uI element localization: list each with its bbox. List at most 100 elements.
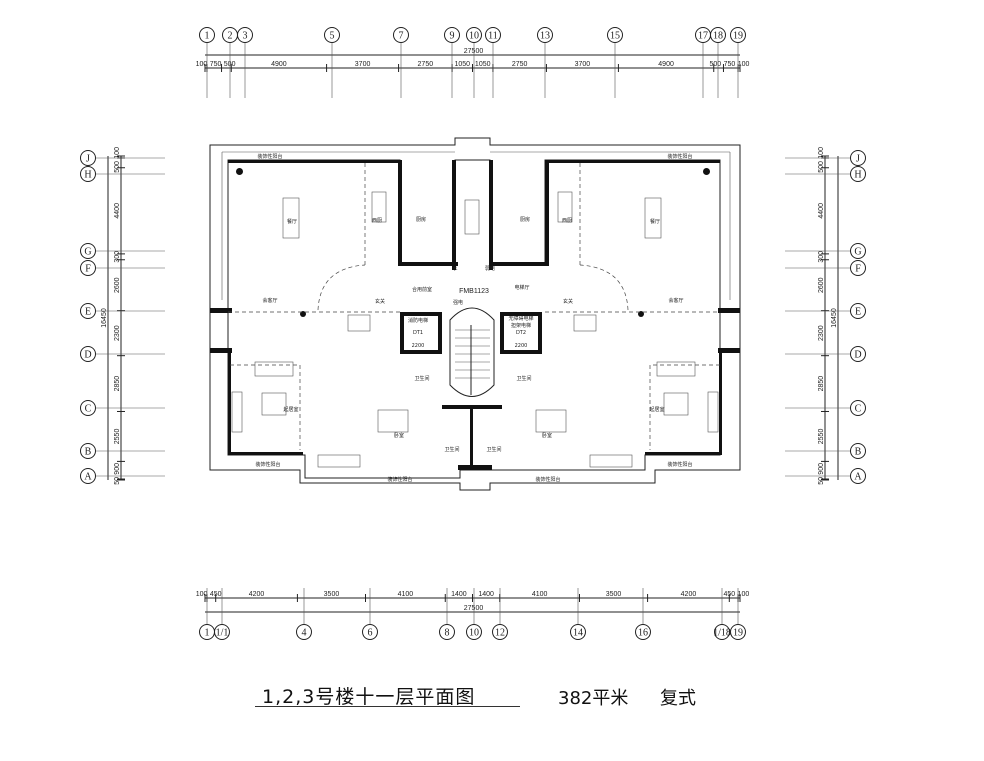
axis-label: 17 bbox=[698, 31, 708, 42]
room-label-weak-power: 弱电 bbox=[485, 265, 495, 272]
axis-label: B bbox=[85, 447, 92, 458]
axis-label: 7 bbox=[399, 31, 404, 42]
dimension-value: 4900 bbox=[271, 61, 287, 68]
floor-area: 382平米 bbox=[558, 688, 629, 709]
room-label-dining: 餐厅 bbox=[287, 218, 297, 225]
dimension-value: 100 bbox=[738, 61, 750, 68]
axis-bubble bbox=[324, 27, 340, 43]
axis-label: 16 bbox=[638, 628, 648, 639]
axis-bubble bbox=[80, 400, 96, 416]
dimension-value: 4100 bbox=[532, 591, 548, 598]
axis-label: 9 bbox=[450, 31, 455, 42]
dimension-value: 4900 bbox=[658, 61, 674, 68]
drawing-title: 1,2,3号楼十一层平面图 bbox=[262, 686, 476, 708]
axis-bubble bbox=[730, 624, 746, 640]
axis-label: D bbox=[84, 350, 91, 361]
dimension-total: 16450 bbox=[831, 308, 838, 328]
dimension-value: 50 bbox=[114, 477, 121, 485]
room-label-anteroom: 合用前室 bbox=[412, 286, 432, 293]
dimension-value: 750 bbox=[210, 61, 222, 68]
axis-bubble bbox=[214, 624, 230, 640]
door-code: FMB1123 bbox=[459, 288, 489, 295]
dimension-value: 500 bbox=[114, 161, 121, 173]
room-label-balcony: 装饰性阳台 bbox=[255, 461, 280, 468]
axis-label: 12 bbox=[495, 628, 505, 639]
room-label-bathroom: 卫生间 bbox=[516, 375, 531, 382]
axis-label: G bbox=[854, 247, 861, 258]
dimension-total: 16450 bbox=[101, 308, 108, 328]
dimension-value: 50 bbox=[818, 477, 825, 485]
axis-label: E bbox=[855, 307, 861, 318]
elevator-code-dt1: DT1 bbox=[413, 330, 423, 336]
axis-label: 4 bbox=[302, 628, 307, 639]
room-label-western-kitchen: 西厨 bbox=[372, 218, 382, 224]
room-label-strong-power: 强电 bbox=[453, 299, 463, 306]
axis-label: 6 bbox=[368, 628, 373, 639]
axis-label: A bbox=[854, 472, 862, 483]
dimension-value: 300 bbox=[114, 251, 121, 263]
dimension-value: 500 bbox=[710, 61, 722, 68]
axis-label: G bbox=[84, 247, 91, 258]
axis-bubble bbox=[80, 150, 96, 166]
dimension-value: 1400 bbox=[478, 591, 494, 598]
axis-label: 14 bbox=[573, 628, 583, 639]
axis-bubble bbox=[466, 27, 482, 43]
room-label-foyer: 玄关 bbox=[375, 298, 385, 305]
dimension-value: 2850 bbox=[818, 376, 825, 392]
room-label-balcony: 装饰性阳台 bbox=[667, 153, 692, 160]
axis-bubble bbox=[850, 150, 866, 166]
dimension-value: 900 bbox=[114, 463, 121, 475]
room-labels: 装饰性阳台 装饰性阳台 餐厅 餐厅 西厨 西厨 厨房 厨房 会客厅 会客厅 玄关… bbox=[255, 153, 692, 483]
axis-bubble bbox=[393, 27, 409, 43]
dimension-value: 2300 bbox=[114, 325, 121, 341]
axis-label: J bbox=[856, 154, 860, 165]
axis-bubble bbox=[492, 624, 508, 640]
dimension-value: 4200 bbox=[681, 591, 697, 598]
building-outline bbox=[209, 137, 741, 491]
room-label-living: 起居室 bbox=[649, 406, 664, 413]
axis-bubble bbox=[570, 624, 586, 640]
dimension-value: 100 bbox=[738, 591, 750, 598]
axis-bubble bbox=[485, 27, 501, 43]
axis-label: H bbox=[854, 170, 861, 181]
dimension-value: 4100 bbox=[398, 591, 414, 598]
elevator-width: 2200 bbox=[515, 343, 528, 349]
axis-bubble bbox=[80, 346, 96, 362]
room-label-kitchen: 厨房 bbox=[520, 216, 530, 223]
room-label-bathroom: 卫生间 bbox=[486, 446, 501, 453]
axis-bubble bbox=[850, 243, 866, 259]
room-label-elevator-hall: 电梯厅 bbox=[514, 284, 529, 291]
room-label-bathroom: 卫生间 bbox=[444, 446, 459, 453]
room-label-balcony: 装饰性阳台 bbox=[535, 476, 560, 483]
axis-label: 15 bbox=[610, 31, 620, 42]
axis-bubble bbox=[80, 260, 96, 276]
axis-bubble bbox=[710, 27, 726, 43]
axis-label: A bbox=[84, 472, 92, 483]
axis-label: H bbox=[84, 170, 91, 181]
dimension-value: 4200 bbox=[249, 591, 265, 598]
axis-label: 1/1 bbox=[216, 628, 229, 639]
unit-type: 复式 bbox=[660, 688, 696, 709]
room-label-fire-elevator: 消防电梯 bbox=[408, 317, 428, 324]
dimension-value: 2600 bbox=[818, 277, 825, 293]
dimension-value: 2750 bbox=[418, 61, 434, 68]
dimension-value: 100 bbox=[114, 147, 121, 159]
axis-bubble bbox=[850, 346, 866, 362]
axis-bubble bbox=[199, 27, 215, 43]
dimension-value: 100 bbox=[818, 147, 825, 159]
axis-label: D bbox=[854, 350, 861, 361]
axis-bubble bbox=[444, 27, 460, 43]
axis-bubble bbox=[237, 27, 253, 43]
elevator-width: 2200 bbox=[412, 343, 425, 349]
axis-label: 19 bbox=[733, 628, 743, 639]
dimension-value: 100 bbox=[196, 61, 208, 68]
dimension-value: 300 bbox=[818, 251, 825, 263]
room-label-dining: 餐厅 bbox=[650, 218, 660, 225]
dimension-value: 4400 bbox=[818, 203, 825, 219]
axis-bubble bbox=[850, 468, 866, 484]
axis-label: F bbox=[85, 264, 91, 275]
axis-bubble bbox=[607, 27, 623, 43]
axis-bubble bbox=[80, 303, 96, 319]
